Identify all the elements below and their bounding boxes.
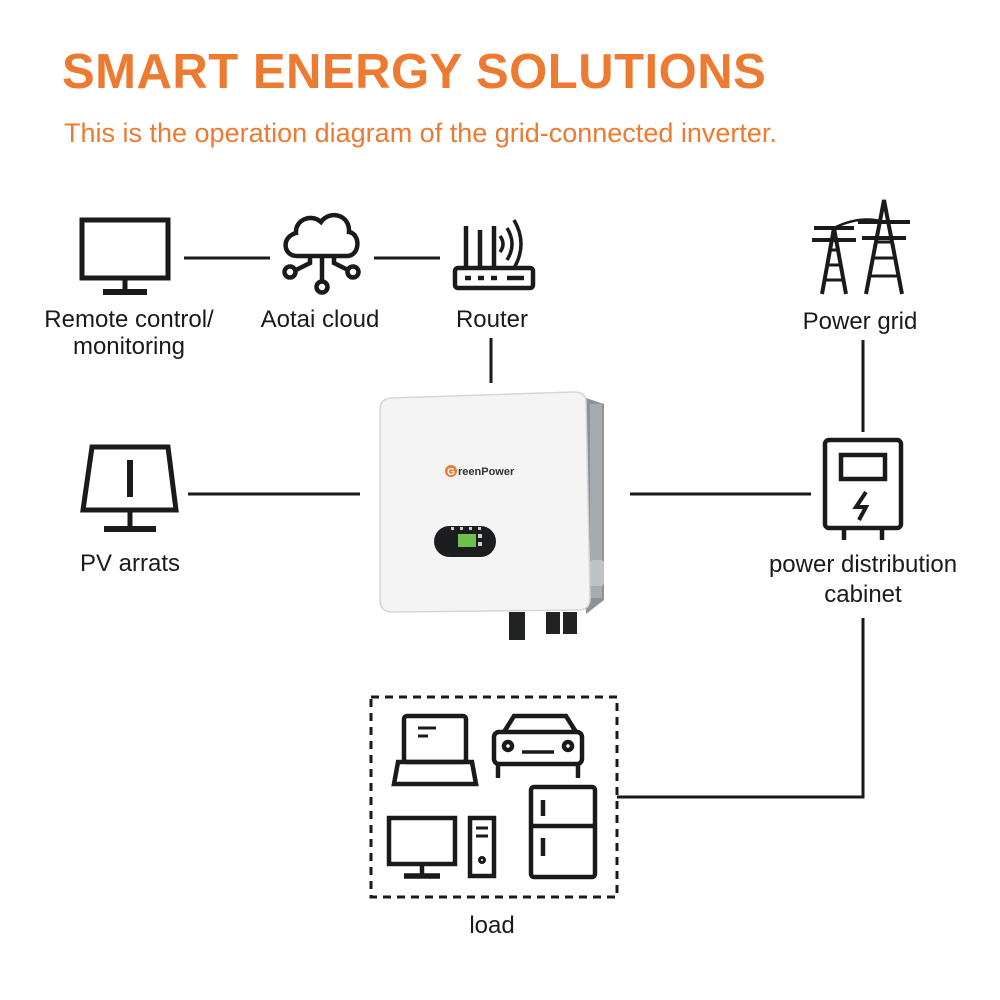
pv-array-label: PV arrats [79,550,181,577]
cloud-label: Aotai cloud [260,306,380,333]
load-group-box [369,695,619,899]
cabinet-label: power distribution cabinet [768,551,958,608]
remote-control-label: Remote control/ monitoring [44,306,214,360]
monitor-icon [79,217,171,295]
page-title: SMART ENERGY SOLUTIONS [62,45,767,99]
car-icon [491,713,585,778]
load-label: load [469,912,515,939]
transmission-tower-icon [812,199,910,295]
laptop-icon [391,713,479,787]
solar-panel-icon [80,444,179,532]
inverter-device: G reenPower [379,391,604,640]
inverter-brand-logo: G reenPower [445,465,515,478]
page-subtitle: This is the operation diagram of the gri… [64,118,777,148]
desktop-computer-icon [386,815,497,879]
line-cabinet-load [617,618,865,799]
refrigerator-icon [528,784,598,880]
power-grid-label: Power grid [802,308,918,335]
router-label: Router [455,306,529,333]
connection-lines [184,256,865,799]
distribution-cabinet-icon [822,437,904,540]
brand-name: reenPower [458,466,515,478]
brand-initial: G [447,467,455,478]
cloud-network-icon [282,212,361,295]
router-icon [452,219,536,291]
